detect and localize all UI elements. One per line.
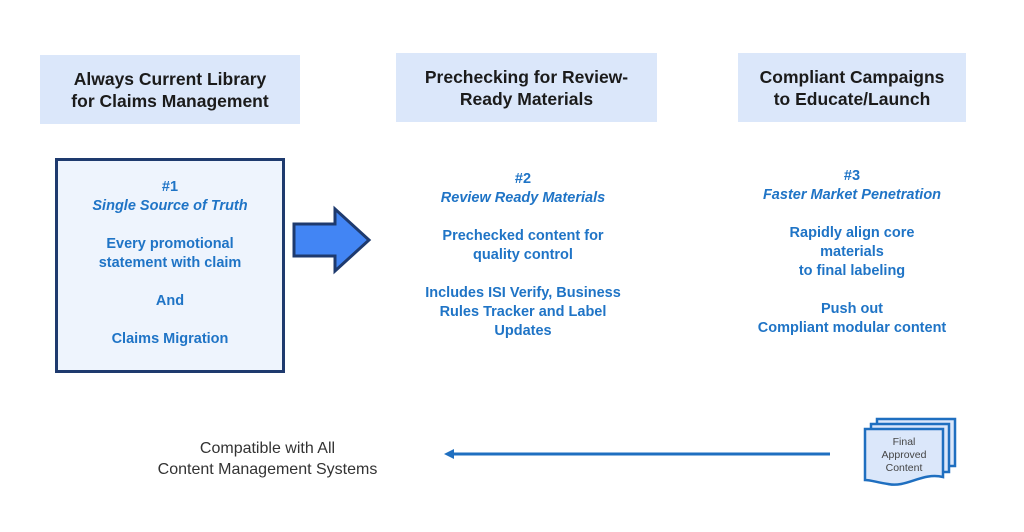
market-penetration-column: #3 Faster Market Penetration Rapidly ali… <box>722 167 982 338</box>
body-line: Push out <box>820 301 884 317</box>
doc-label: Content <box>885 462 923 474</box>
body-line: Updates <box>494 323 552 339</box>
step-number: #2 <box>514 171 532 187</box>
body-line: Rapidly align core <box>789 225 915 241</box>
header-line: Prechecking for Review- <box>424 66 629 87</box>
step-number: #3 <box>843 168 861 184</box>
body-line: quality control <box>473 247 573 263</box>
body-line: Compliant modular content <box>757 320 947 336</box>
step-number: #1 <box>161 179 179 195</box>
step-subtitle: Review Ready Materials <box>440 190 606 206</box>
single-source-box: #1 Single Source of Truth Every promotio… <box>55 158 285 373</box>
body-line: Every promotional <box>106 236 234 252</box>
left-arrow-line <box>444 449 830 459</box>
header-line: Compliant Campaigns <box>759 66 945 87</box>
body-line: Claims Migration <box>111 331 229 347</box>
doc-label: Approved <box>881 449 927 461</box>
step-subtitle: Faster Market Penetration <box>762 187 942 203</box>
header-prechecking: Prechecking for Review-Ready Materials <box>396 53 657 122</box>
header-line: Ready Materials <box>459 88 594 109</box>
note-line: Content Management Systems <box>157 461 378 478</box>
review-ready-column: #2 Review Ready Materials Prechecked con… <box>393 170 653 341</box>
header-line: for Claims Management <box>71 90 269 111</box>
header-line: Always Current Library <box>73 68 267 89</box>
step-subtitle: Single Source of Truth <box>92 198 248 214</box>
body-line: materials <box>820 244 884 260</box>
right-arrow-icon <box>292 205 372 275</box>
body-line: And <box>155 293 185 309</box>
note-line: Compatible with All <box>199 440 336 457</box>
body-line: Includes ISI Verify, Business <box>425 285 621 301</box>
body-line: to final labeling <box>798 263 906 279</box>
header-line: to Educate/Launch <box>773 88 931 109</box>
doc-label: Final <box>892 436 916 448</box>
compatibility-note: Compatible with All Content Management S… <box>120 438 415 480</box>
body-line: Prechecked content for <box>442 228 604 244</box>
body-line: Rules Tracker and Label <box>439 304 607 320</box>
documents-icon: Final Approved Content <box>862 416 962 490</box>
body-line: statement with claim <box>98 255 242 271</box>
